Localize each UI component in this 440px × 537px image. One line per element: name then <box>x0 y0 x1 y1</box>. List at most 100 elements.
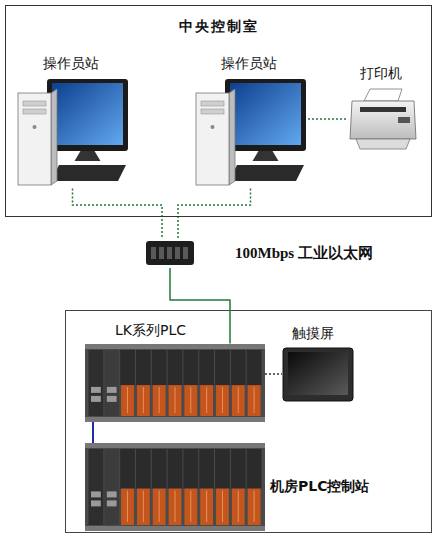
module-groove <box>175 387 176 413</box>
module-groove <box>175 491 176 522</box>
module-groove <box>159 491 160 522</box>
io-terminal <box>153 385 166 416</box>
rack-backplane <box>85 344 265 422</box>
module-groove <box>222 387 223 413</box>
io-module <box>231 449 246 489</box>
io-module <box>199 449 214 489</box>
module-port <box>107 500 117 506</box>
touch-screen-icon <box>282 347 354 402</box>
io-module <box>168 449 183 489</box>
rack-rail <box>85 417 265 422</box>
node-label: LK系列PLC <box>85 322 186 340</box>
module-port <box>107 395 117 401</box>
cpu-module <box>104 449 119 525</box>
module-groove <box>222 491 223 522</box>
monitor-stand <box>75 151 101 161</box>
io-module <box>152 350 167 385</box>
drive-bay <box>201 109 224 114</box>
module-groove <box>238 491 239 522</box>
network-connector <box>308 118 348 120</box>
rack-rail <box>85 344 265 349</box>
ethernet-switch-icon <box>145 238 195 268</box>
room-title: 中央控制室 <box>6 18 431 36</box>
io-terminal <box>200 489 213 525</box>
module-port <box>91 395 101 401</box>
drive-bay <box>201 101 224 106</box>
io-module <box>247 449 262 489</box>
plc-rack-icon <box>85 443 265 531</box>
power-button <box>33 125 37 129</box>
io-module <box>231 350 246 385</box>
io-module <box>215 449 230 489</box>
io-module <box>152 449 167 489</box>
switch-port <box>175 247 180 259</box>
module-groove <box>206 491 207 522</box>
module-port <box>107 386 117 392</box>
switch-case <box>146 241 194 265</box>
printer-icon: 打印机 <box>348 65 418 152</box>
io-terminal <box>248 489 261 525</box>
printer-icon <box>348 87 418 152</box>
plc-rack-icon: LK系列PLC <box>85 322 265 422</box>
network-connector <box>73 189 163 239</box>
module-port <box>107 491 117 497</box>
io-module <box>215 350 230 385</box>
control-room-box: 操作员站 操作员站打印机 中央控制室 <box>5 5 432 217</box>
node-label: 机房PLC控制站 <box>270 478 369 496</box>
node-label: 操作员站 <box>15 55 99 73</box>
tower-case <box>196 93 229 185</box>
printer-paper <box>364 89 402 101</box>
io-terminal <box>200 385 213 416</box>
io-module <box>120 350 135 385</box>
keyboard <box>51 165 126 181</box>
io-module <box>199 350 214 385</box>
io-module <box>247 350 262 385</box>
io-terminal <box>121 489 134 525</box>
rack-backplane <box>85 443 265 531</box>
module-groove <box>127 387 128 413</box>
io-terminal <box>216 385 229 416</box>
drive-bay <box>23 101 46 106</box>
io-module <box>136 350 151 385</box>
power-button <box>211 125 215 129</box>
io-terminal <box>137 385 150 416</box>
io-terminal <box>137 489 150 525</box>
io-terminal <box>232 489 245 525</box>
io-module <box>120 449 135 489</box>
node-label: 操作员站 <box>193 55 277 73</box>
switch-port <box>183 247 188 259</box>
network-connector <box>178 189 251 239</box>
module-groove <box>159 387 160 413</box>
operator-station-icon <box>193 77 308 189</box>
module-groove <box>127 491 128 522</box>
printer-panel <box>398 117 410 123</box>
module-groove <box>143 491 144 522</box>
module-groove <box>143 387 144 413</box>
io-module <box>168 350 183 385</box>
touch-frame <box>283 348 353 401</box>
module-groove <box>206 387 207 413</box>
monitor-screen <box>230 83 301 145</box>
printer-body <box>350 101 416 139</box>
monitor-bezel <box>225 79 306 151</box>
tower-side <box>229 89 235 185</box>
monitor-bezel <box>47 79 128 151</box>
cpu-module <box>89 350 104 416</box>
module-groove <box>190 387 191 413</box>
node-label: 打印机 <box>348 65 402 83</box>
drive-bay <box>23 109 46 114</box>
ethernet-switch-icon: 100Mbps 工业以太网 <box>145 238 373 268</box>
touch-screen-icon: 触摸屏 <box>282 325 354 402</box>
keyboard <box>229 165 304 181</box>
plc-rack-icon <box>85 344 265 422</box>
module-port <box>91 386 101 392</box>
tower-case <box>18 93 51 185</box>
cpu-module <box>89 449 104 525</box>
plc-rack-icon: 机房PLC控制站 <box>85 443 369 531</box>
monitor-stand <box>253 151 279 161</box>
operator-station-icon: 操作员站 <box>193 55 308 189</box>
io-terminal <box>216 489 229 525</box>
node-label: 100Mbps 工业以太网 <box>235 244 373 263</box>
